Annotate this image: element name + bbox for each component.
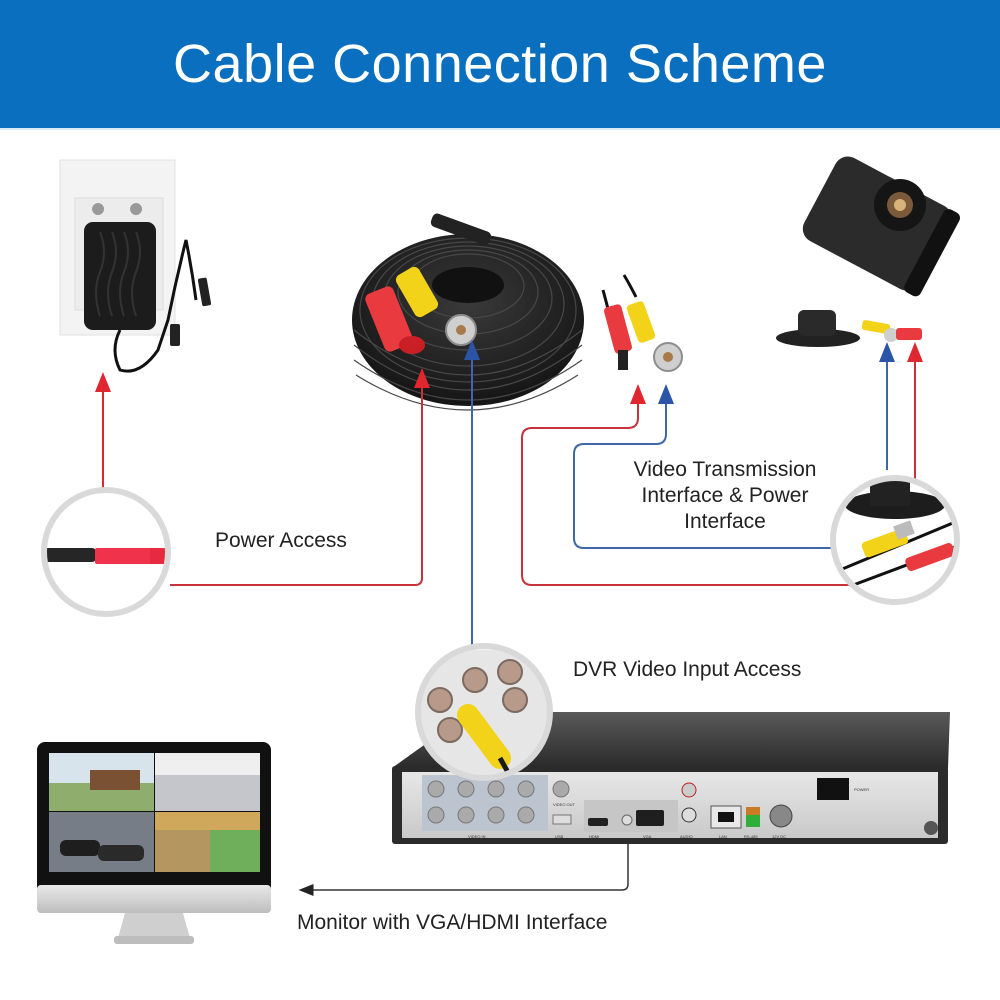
video-power-label-line-1: Video Transmission <box>633 458 817 481</box>
camera-power-line <box>521 384 850 586</box>
port-label-rs485: RS-485 <box>744 834 758 839</box>
video-power-label-line-3: Interface <box>684 510 766 533</box>
bnc-cable-coil-illustration <box>352 213 683 411</box>
bullet-camera-illustration <box>776 156 960 347</box>
video-power-label-line-2: Interface & Power <box>641 484 809 507</box>
power-switch <box>817 778 849 800</box>
monitor-output-line <box>298 830 629 896</box>
port-label-video-in: VIDEO IN <box>468 834 486 839</box>
title-divider <box>0 128 1000 130</box>
camera-video-line <box>573 384 832 549</box>
port-label-dc12v: 12V DC <box>772 834 786 839</box>
port-label-audio: AUDIO <box>680 834 693 839</box>
power-access-label: Power Access <box>215 529 347 552</box>
monitor-interface-label: Monitor with VGA/HDMI Interface <box>297 911 608 934</box>
port-label-lan: LAN <box>719 834 727 839</box>
power-access-line <box>170 368 430 586</box>
power-plug-callout <box>41 487 171 617</box>
port-label-usb: USB <box>555 834 564 839</box>
monitor-illustration <box>37 742 271 944</box>
port-label-video-out: VIDEO OUT <box>553 802 576 807</box>
camera-connector-callout <box>830 475 960 605</box>
diagram-title: Cable Connection Scheme <box>173 34 827 94</box>
title-banner: Cable Connection Scheme <box>0 0 1000 128</box>
port-label-vga: VGA <box>643 834 652 839</box>
port-label-hdmi: HDMI <box>589 834 599 839</box>
video-power-interface-label: Video Transmission Interface & Power Int… <box>600 457 850 535</box>
port-label-power: POWER <box>854 787 869 792</box>
dvr-bnc-callout <box>415 643 553 781</box>
power-adapter-illustration <box>59 159 212 373</box>
dvr-video-input-label: DVR Video Input Access <box>573 658 802 681</box>
